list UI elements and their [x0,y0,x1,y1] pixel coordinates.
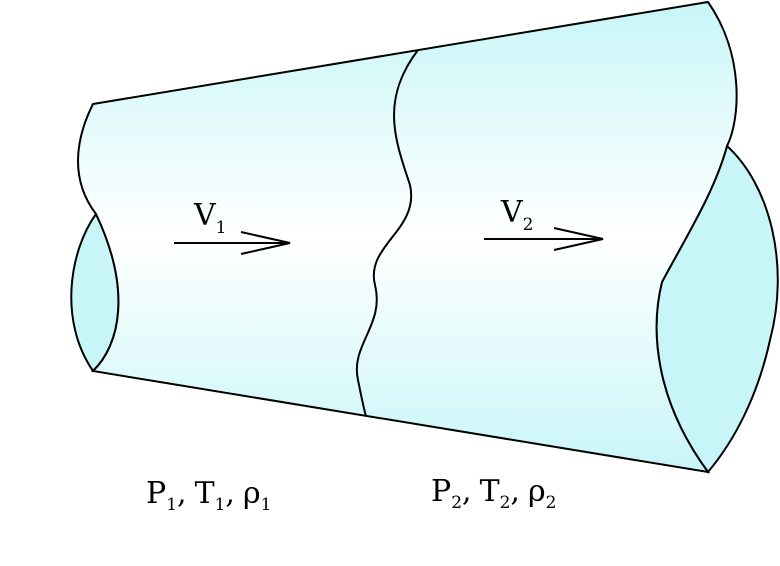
duct-body [77,0,738,474]
svg-text:V1: V1 [193,198,227,238]
velocity-arrow-downstream: V2 [484,195,604,251]
velocity-arrow-upstream: V1 [174,198,291,255]
upstream-state-label: P1,T1,ρ1 [146,476,271,515]
velocity-downstream-subscript: 2 [523,215,534,235]
velocity-upstream-symbol: V [193,198,217,233]
svg-text:V2: V2 [500,195,534,235]
velocity-downstream-symbol: V [500,195,524,230]
downstream-state-label: P2,T2,ρ2 [431,474,556,513]
velocity-upstream-subscript: 1 [216,218,227,238]
shock-wave-line [355,49,419,417]
